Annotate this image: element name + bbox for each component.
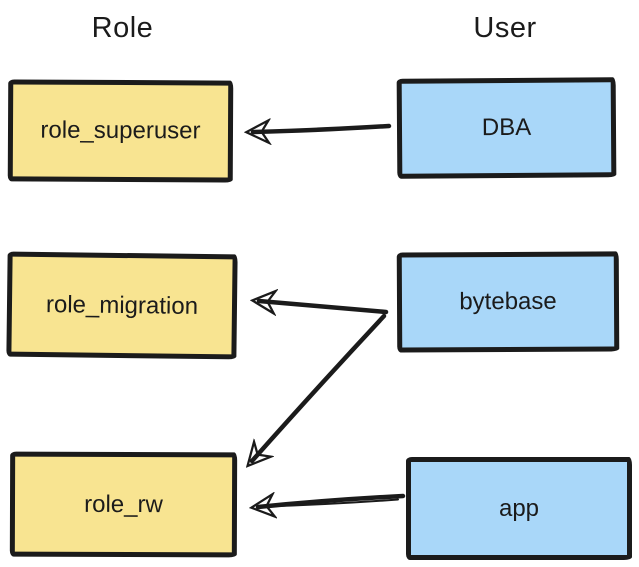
edge-bytebase-to-role-migration bbox=[259, 301, 389, 312]
node-label: DBA bbox=[481, 113, 532, 142]
node-label: role_migration bbox=[45, 290, 199, 320]
node-user-bytebase: bytebase bbox=[396, 251, 620, 353]
node-label: bytebase bbox=[459, 287, 557, 316]
node-label: app bbox=[498, 494, 540, 522]
node-label: role_superuser bbox=[40, 116, 201, 145]
column-header-user: User bbox=[473, 12, 537, 44]
node-role-superuser: role_superuser bbox=[7, 79, 234, 183]
node-role-rw: role_rw bbox=[9, 451, 238, 558]
edge-dba-to-role-superuser bbox=[253, 126, 392, 132]
node-label: role_rw bbox=[84, 490, 163, 518]
node-role-migration: role_migration bbox=[6, 251, 238, 360]
column-header-role: Role bbox=[91, 12, 154, 44]
edge-app-to-role-rw bbox=[258, 496, 406, 507]
node-user-dba: DBA bbox=[396, 77, 617, 179]
edge-bytebase-to-role-rw bbox=[252, 313, 387, 461]
node-user-app: app bbox=[406, 457, 632, 560]
